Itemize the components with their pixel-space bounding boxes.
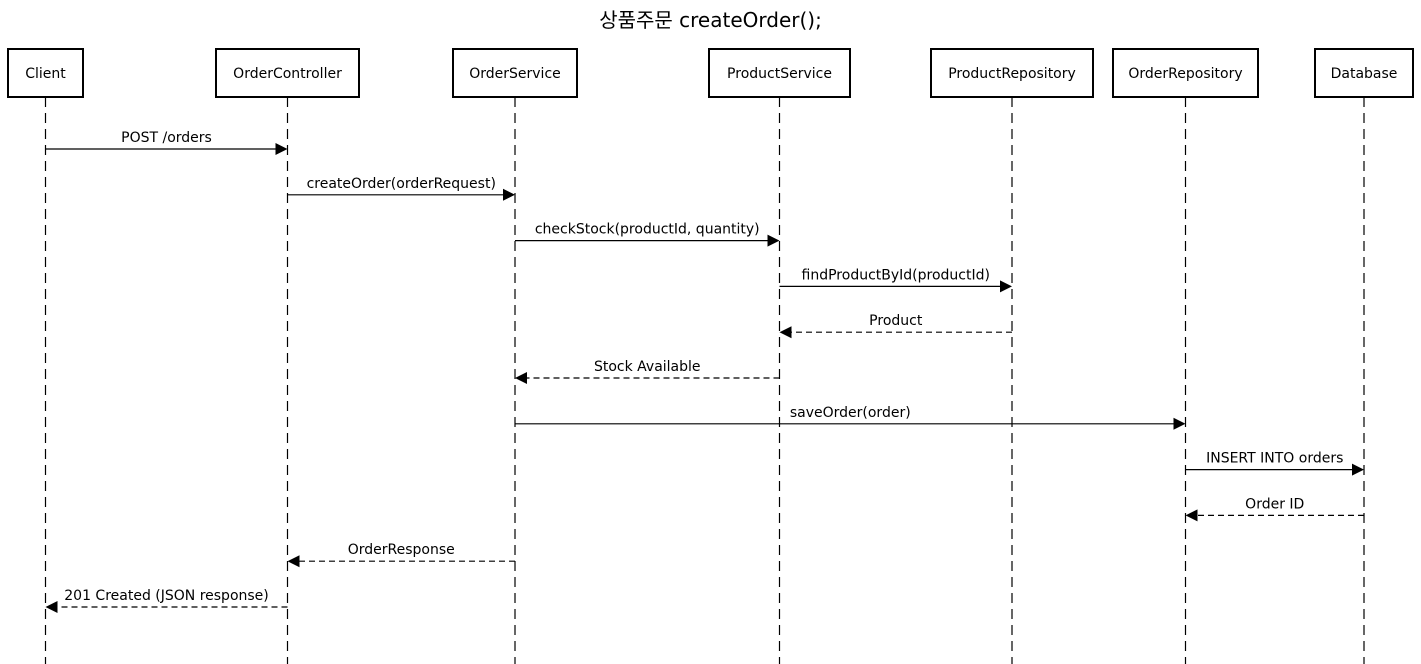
- participant-box: [930, 48, 1094, 98]
- participants: Client OrderController OrderService Product…: [7, 48, 1414, 98]
- message-label: Product: [869, 313, 923, 329]
- participant-productService: ProductService: [708, 48, 851, 98]
- message-label: saveOrder(order): [790, 405, 911, 421]
- arrow-head: [503, 188, 515, 201]
- message-10: OrderResponse: [287, 542, 515, 568]
- lifelines: [44, 97, 1365, 664]
- message-4: findProductById(productId): [779, 267, 1012, 293]
- arrow-head: [275, 143, 288, 155]
- message-5: Product: [779, 313, 1012, 339]
- message-label: createOrder(orderRequest): [307, 176, 496, 192]
- participant-box: [215, 48, 360, 98]
- participant-orderService: OrderService: [452, 48, 578, 98]
- participant-label: OrderService: [469, 66, 561, 82]
- arrow-head: [1000, 280, 1012, 293]
- message-label: INSERT INTO orders: [1206, 451, 1343, 467]
- arrow-head: [515, 372, 527, 384]
- message-3: checkStock(productId, quantity): [515, 222, 780, 247]
- message-label: checkStock(productId, quantity): [535, 222, 760, 238]
- message-6: Stock Available: [515, 359, 780, 384]
- participant-label: ProductService: [727, 66, 832, 82]
- participant-orderRepository: OrderRepository: [1112, 48, 1259, 98]
- participant-box: [452, 48, 578, 98]
- participant-box: [7, 48, 84, 98]
- message-11: 201 Created (JSON response): [45, 588, 288, 613]
- participant-box: [1314, 48, 1414, 98]
- arrow-head: [1173, 417, 1186, 430]
- participant-productRepository: ProductRepository: [930, 48, 1094, 98]
- message-label: POST /orders: [121, 130, 212, 146]
- messages: POST /orders createOrder(orderRequest) che…: [45, 130, 1364, 613]
- arrow-head: [1352, 463, 1364, 476]
- message-label: Stock Available: [594, 359, 701, 375]
- message-7: saveOrder(order): [515, 405, 1186, 430]
- message-label: 201 Created (JSON response): [64, 588, 269, 604]
- arrow-head: [287, 555, 300, 568]
- arrow-head: [767, 234, 780, 247]
- arrow-head: [779, 326, 792, 339]
- arrow-head: [45, 601, 58, 613]
- participant-client: Client: [7, 48, 84, 98]
- participant-box: [708, 48, 851, 98]
- message-8: INSERT INTO orders: [1185, 451, 1364, 476]
- participant-orderController: OrderController: [215, 48, 360, 98]
- participant-label: OrderRepository: [1128, 66, 1242, 82]
- participant-label: OrderController: [233, 66, 342, 82]
- participant-box: [1112, 48, 1259, 98]
- participant-database: Database: [1314, 48, 1414, 98]
- participant-label: Client: [25, 66, 66, 82]
- message-label: findProductById(productId): [802, 267, 990, 283]
- message-label: Order ID: [1245, 496, 1304, 512]
- message-1: POST /orders: [45, 130, 288, 155]
- message-2: createOrder(orderRequest): [287, 176, 515, 201]
- participant-label: Database: [1331, 66, 1398, 82]
- participant-label: ProductRepository: [948, 66, 1076, 82]
- message-9: Order ID: [1185, 496, 1364, 522]
- arrow-head: [1185, 509, 1198, 522]
- diagram-title: 상품주문 createOrder();: [599, 8, 822, 32]
- message-label: OrderResponse: [348, 542, 455, 558]
